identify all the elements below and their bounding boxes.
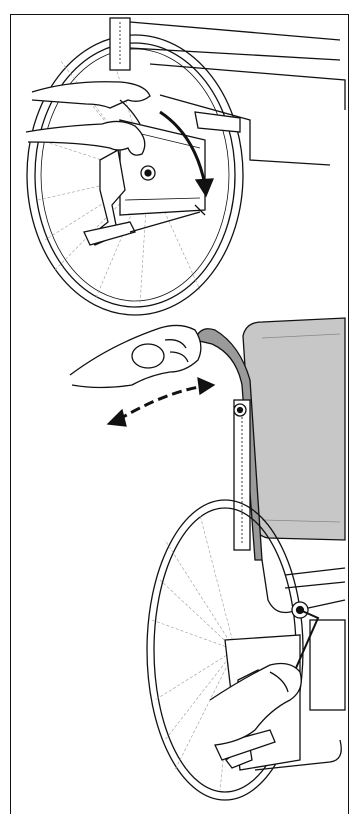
- lower-illustration: [70, 318, 345, 800]
- upper-illustration: [26, 18, 345, 315]
- upper-chair-frame: [110, 18, 345, 215]
- lower-upper-hand: [70, 325, 201, 387]
